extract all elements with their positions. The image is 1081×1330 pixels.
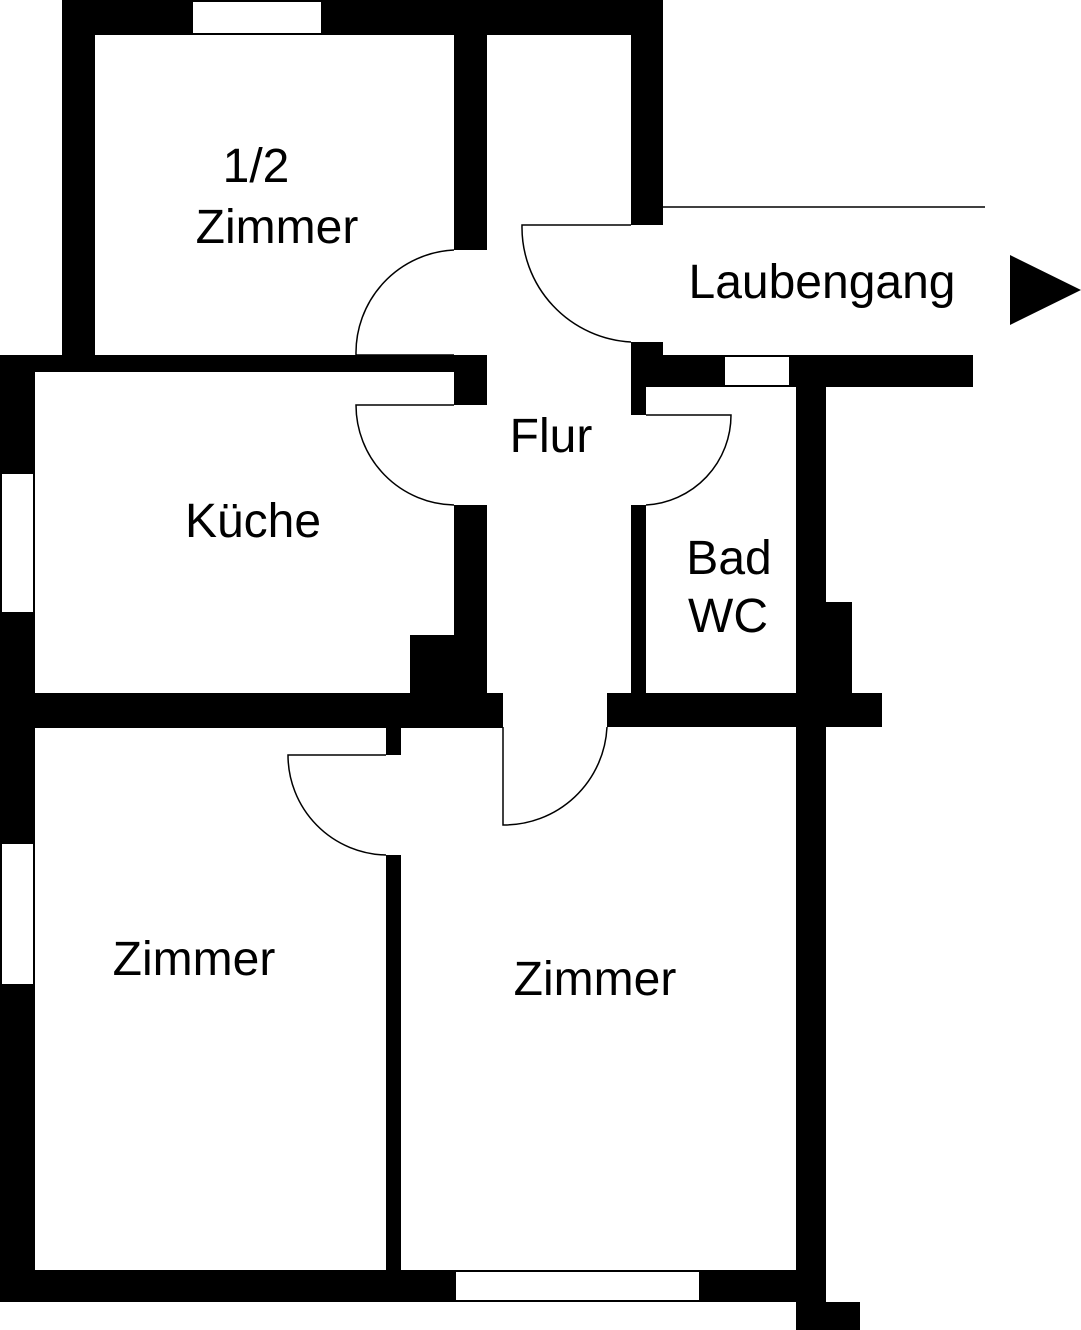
wall-flur-east-upper xyxy=(631,0,663,225)
wall-halfroom-top-right xyxy=(322,0,663,35)
window-bedroom-left xyxy=(0,842,35,986)
wall-corner-foot xyxy=(796,1302,860,1330)
window-halfroom xyxy=(191,0,323,35)
wall-bedroom-left-2 xyxy=(0,985,35,1302)
wall-middle-left xyxy=(0,693,503,728)
access-label: Laubengang xyxy=(689,256,956,309)
room-label-half-line2: Zimmer xyxy=(196,201,359,254)
wall-entrance-stub xyxy=(631,342,663,355)
wall-kitchen-top-stub xyxy=(454,355,487,405)
door-bedroom-right xyxy=(502,726,608,826)
arrow-right-icon xyxy=(1010,255,1081,325)
wall-halfroom-left xyxy=(62,0,95,372)
wall-kitchen-chimney xyxy=(410,635,487,695)
room-label-hallway: Flur xyxy=(510,410,593,463)
door-entrance xyxy=(521,224,632,343)
room-label-half-line1: 1/2 xyxy=(223,140,290,193)
door-bedroom-left xyxy=(287,754,387,856)
wall-kitchen-left-1 xyxy=(0,355,35,473)
wall-bath-right xyxy=(796,355,826,1330)
window-kitchen xyxy=(0,472,35,614)
wall-middle-right xyxy=(607,693,882,727)
door-kitchen xyxy=(355,404,455,506)
wall-bedroom-divider-top xyxy=(386,727,401,755)
wall-bath-top-1 xyxy=(631,355,724,387)
room-label-bath-line2: WC xyxy=(688,590,768,643)
window-bedroom-right xyxy=(454,1270,701,1302)
walls xyxy=(0,0,973,1330)
wall-halfroom-flur-upper xyxy=(454,0,487,250)
wall-bottom-left xyxy=(0,1270,455,1302)
window-bath xyxy=(723,355,791,387)
door-bath xyxy=(645,414,732,506)
door-swings xyxy=(287,206,985,856)
room-label-kitchen: Küche xyxy=(185,495,321,548)
wall-bedroom-left-1 xyxy=(0,693,35,843)
wall-flur-east-low xyxy=(631,505,646,695)
wall-halfroom-bottom xyxy=(0,355,487,372)
room-label-bedroom-left: Zimmer xyxy=(113,933,276,986)
room-label-bedroom-right: Zimmer xyxy=(514,953,677,1006)
wall-bedroom-divider xyxy=(386,855,401,1270)
room-label-bath-line1: Bad xyxy=(686,532,771,585)
windows xyxy=(0,0,791,1302)
wall-bath-shaft xyxy=(796,602,852,695)
wall-bottom-right xyxy=(700,1270,826,1302)
door-halfroom xyxy=(355,249,455,356)
